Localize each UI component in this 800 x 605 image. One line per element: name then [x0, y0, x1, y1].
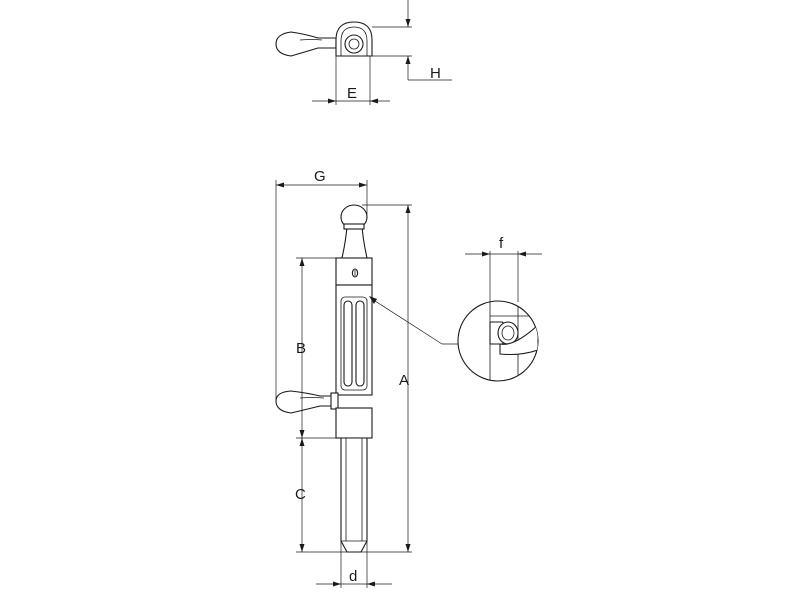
detail-leader [369, 296, 459, 345]
bolt-slotted-body [335, 284, 373, 396]
label-c: C [295, 486, 306, 503]
label-g: G [314, 168, 326, 185]
bolt-upper-collar [335, 257, 373, 286]
top-view: H E [275, 0, 452, 105]
label-a: A [399, 372, 409, 389]
dimension-a: A [361, 204, 412, 553]
front-view: G B C A [275, 168, 459, 588]
bolt-knob [340, 204, 368, 259]
label-h: H [430, 65, 441, 82]
dimension-d: d [316, 541, 392, 588]
dimension-c: C [295, 438, 347, 553]
bolt-side-handle [275, 390, 339, 414]
label-e: E [347, 85, 357, 102]
detail-view: f [457, 235, 542, 382]
label-f: f [499, 235, 504, 252]
dimension-b: B [296, 257, 336, 439]
bolt-lower-collar [335, 407, 373, 439]
dimension-f: f [465, 235, 542, 302]
dimension-h: H [372, 0, 452, 82]
top-view-handle [275, 31, 337, 57]
dimension-g: G [275, 168, 368, 401]
bolt-shaft [340, 437, 368, 553]
dimension-e: E [312, 56, 390, 105]
label-d: d [349, 568, 357, 585]
top-view-eye [335, 21, 373, 57]
label-b: B [296, 340, 306, 357]
